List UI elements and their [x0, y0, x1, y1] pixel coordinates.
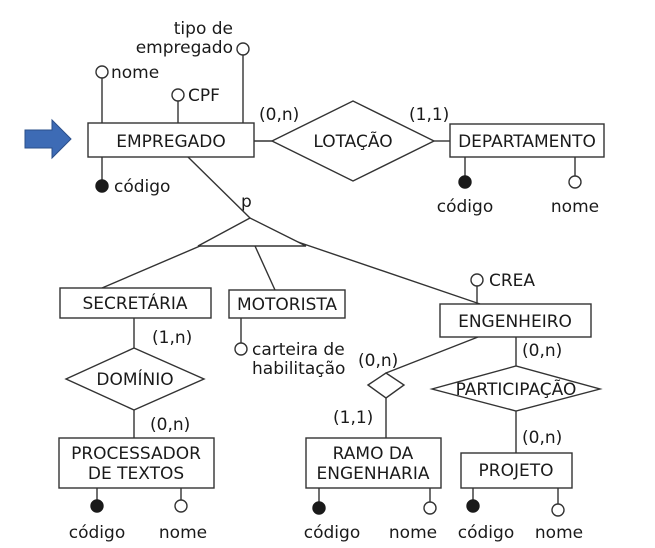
attr-proc-codigo: código	[69, 523, 125, 543]
attribute-open-icon	[234, 342, 248, 356]
entity-ramo: RAMO DA ENGENHARIA	[305, 437, 442, 489]
entity-processador-line1: PROCESSADOR	[71, 444, 201, 464]
attr-nome-label: nome	[111, 63, 159, 83]
rel-dominio-label: DOMÍNIO	[96, 368, 173, 390]
attr-dep-codigo: código	[437, 197, 493, 217]
entity-departamento: DEPARTAMENTO	[449, 123, 605, 158]
card-proc-dominio: (0,n)	[150, 415, 190, 435]
entity-projeto: PROJETO	[460, 452, 573, 489]
entity-projeto-label: PROJETO	[479, 461, 554, 481]
entity-ramo-line2: ENGENHARIA	[317, 464, 430, 484]
attr-tipo-empregado: tipo de empregado	[136, 19, 250, 58]
attribute-open-icon	[423, 501, 437, 515]
entity-motorista: MOTORISTA	[228, 289, 346, 319]
attribute-key-icon	[95, 179, 109, 193]
entity-processador-line2: DE TEXTOS	[88, 464, 184, 484]
card-ramo-ramo: (1,1)	[333, 408, 373, 428]
rel-ramo-diamond	[366, 372, 406, 399]
pointer-arrow-icon	[24, 118, 72, 160]
attr-crea-label: CREA	[489, 271, 535, 291]
attr-proj-codigo: código	[458, 523, 514, 543]
attribute-open-icon	[470, 273, 484, 287]
entity-processador: PROCESSADOR DE TEXTOS	[58, 437, 215, 489]
attr-tipo-line2: empregado	[136, 38, 233, 58]
attribute-open-icon	[95, 65, 109, 79]
attribute-open-icon	[174, 499, 188, 513]
entity-secretaria-label: SECRETÁRIA	[82, 292, 187, 314]
attr-ramo-codigo: código	[304, 523, 360, 543]
connectors	[96, 55, 576, 504]
rel-lotacao: LOTAÇÃO	[270, 100, 436, 182]
attribute-open-icon	[236, 42, 250, 56]
attribute-open-icon	[171, 88, 185, 102]
entity-motorista-label: MOTORISTA	[237, 295, 337, 315]
rel-lotacao-label: LOTAÇÃO	[313, 130, 392, 152]
attr-cpf-label: CPF	[188, 86, 220, 106]
card-eng-part: (0,n)	[522, 341, 562, 361]
attr-tipo-line1: tipo de	[174, 19, 233, 39]
card-eng-ramo: (0,n)	[358, 351, 398, 371]
specialization-label: p	[241, 192, 252, 212]
entity-empregado-label: EMPREGADO	[116, 132, 226, 152]
rel-dominio: DOMÍNIO	[64, 347, 206, 411]
card-emp-lotacao: (0,n)	[259, 105, 299, 125]
attribute-open-icon	[568, 175, 582, 189]
attr-carteira-line2: habilitação	[252, 359, 345, 379]
entity-secretaria: SECRETÁRIA	[59, 287, 212, 319]
rel-participacao: PARTICIPAÇÃO	[429, 365, 603, 412]
attr-ramo-nome: nome	[389, 523, 437, 543]
attribute-key-icon	[312, 501, 326, 515]
card-proj-part: (0,n)	[522, 428, 562, 448]
attr-proj-nome: nome	[535, 523, 583, 543]
entity-departamento-label: DEPARTAMENTO	[458, 132, 596, 152]
attr-carteira-line1: carteira de	[252, 340, 345, 360]
attr-nome-empregado: nome	[95, 63, 159, 83]
specialization-triangle	[197, 217, 307, 247]
attr-codigo-label: código	[114, 177, 170, 197]
attr-codigo-empregado: código	[95, 177, 170, 197]
entity-engenheiro-label: ENGENHEIRO	[458, 312, 572, 332]
entity-empregado: EMPREGADO	[87, 122, 255, 158]
attribute-open-icon	[551, 503, 565, 517]
attribute-key-icon	[466, 499, 480, 513]
attr-dep-nome: nome	[551, 197, 599, 217]
attr-carteira: carteira de habilitação	[234, 340, 345, 379]
rel-participacao-label: PARTICIPAÇÃO	[456, 378, 577, 400]
attribute-key-icon	[458, 175, 472, 189]
card-dep-lotacao: (1,1)	[409, 105, 449, 125]
attribute-key-icon	[90, 499, 104, 513]
attr-cpf: CPF	[171, 86, 220, 106]
entity-engenheiro: ENGENHEIRO	[439, 303, 592, 338]
attr-crea: CREA	[470, 271, 535, 291]
card-sec-dominio: (1,n)	[152, 328, 192, 348]
entity-ramo-line1: RAMO DA	[333, 444, 414, 464]
attr-proc-nome: nome	[159, 523, 207, 543]
